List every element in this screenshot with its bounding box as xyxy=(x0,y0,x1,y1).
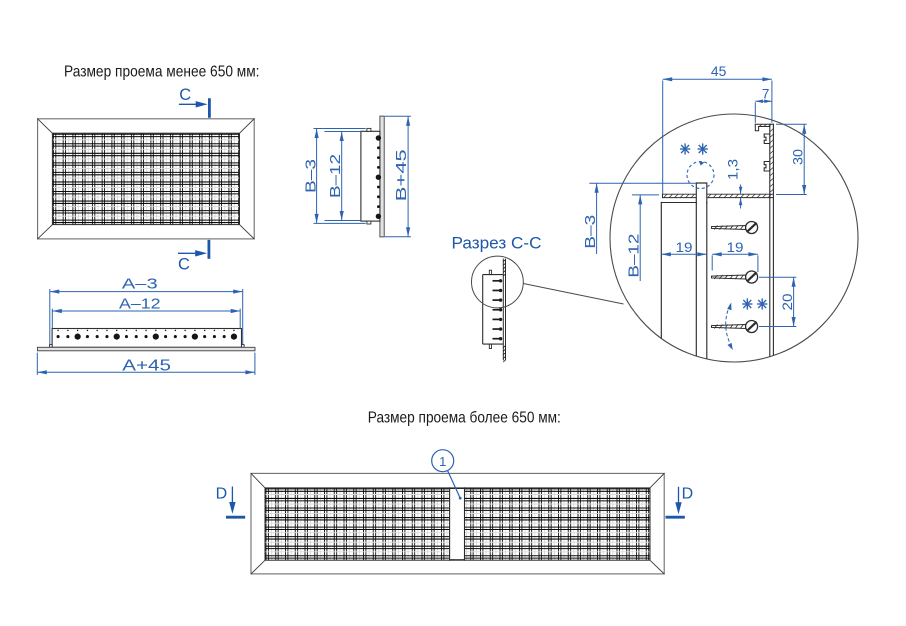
svg-text:B–12: B–12 xyxy=(327,154,344,198)
svg-text:30: 30 xyxy=(791,149,806,165)
svg-text:D: D xyxy=(216,486,228,503)
svg-text:Разрез C-C: Разрез C-C xyxy=(452,235,542,253)
svg-text:Размер проема более 650 мм:: Размер проема более 650 мм: xyxy=(368,409,561,426)
svg-text:B+45: B+45 xyxy=(393,149,410,201)
svg-text:20: 20 xyxy=(780,294,795,311)
svg-text:45: 45 xyxy=(711,64,727,79)
svg-text:B–12: B–12 xyxy=(625,234,642,278)
svg-text:B–3: B–3 xyxy=(302,159,319,193)
svg-text:A–12: A–12 xyxy=(119,296,161,313)
svg-text:C: C xyxy=(178,255,190,273)
svg-text:1,3: 1,3 xyxy=(725,159,740,180)
svg-text:7: 7 xyxy=(762,87,770,102)
svg-text:19: 19 xyxy=(727,240,744,255)
svg-text:D: D xyxy=(682,485,694,502)
svg-text:1: 1 xyxy=(439,454,446,469)
svg-text:A–3: A–3 xyxy=(122,276,158,293)
svg-text:19: 19 xyxy=(676,240,693,255)
svg-text:C: C xyxy=(179,86,191,104)
svg-text:B–3: B–3 xyxy=(582,215,599,249)
svg-text:Размер проема менее 650 мм:: Размер проема менее 650 мм: xyxy=(64,64,260,81)
svg-text:A+45: A+45 xyxy=(122,358,171,375)
